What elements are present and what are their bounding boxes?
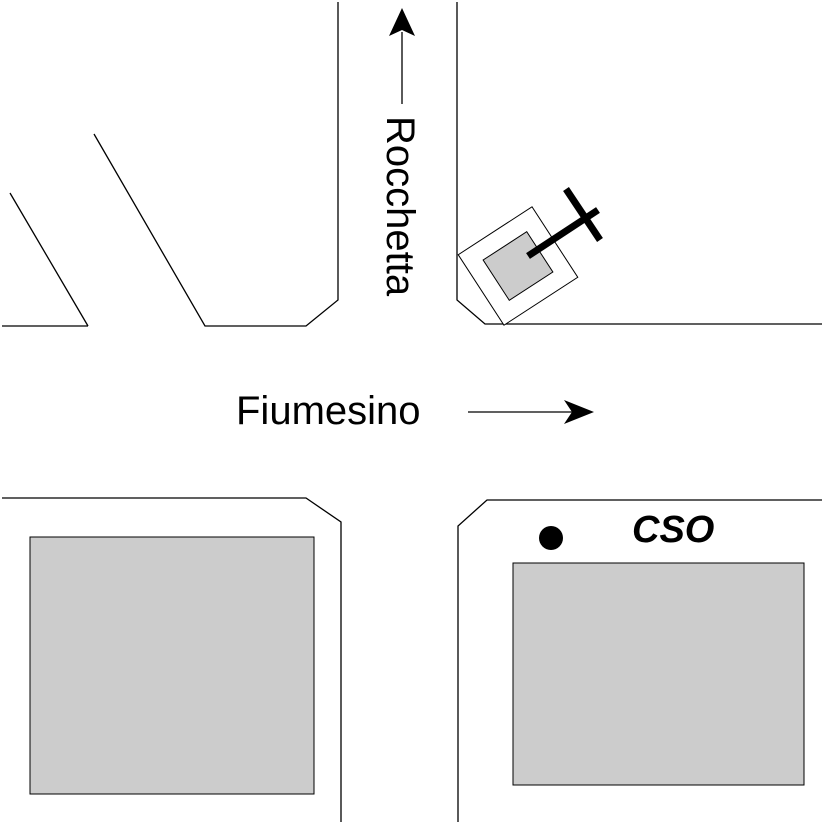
arrow-right-icon — [468, 400, 594, 424]
building-bottom-left — [29, 536, 315, 795]
street-label-fiumesino: Fiumesino — [236, 389, 421, 433]
block-outline-top-left — [93, 2, 339, 327]
block-outline-top-right — [456, 2, 822, 325]
block-outline-top-left-diagonal — [9, 192, 89, 327]
block-outline-bottom-left — [2, 497, 342, 822]
arrow-up-icon — [389, 8, 415, 104]
cso-label: CSO — [632, 509, 714, 551]
street-label-rocchetta: Rocchetta — [378, 116, 422, 297]
cross-icon — [526, 187, 603, 259]
filled-circle-icon — [539, 526, 563, 550]
church-symbol — [457, 206, 579, 326]
block-outline-bottom-right — [457, 499, 822, 822]
building-bottom-right — [512, 562, 805, 786]
